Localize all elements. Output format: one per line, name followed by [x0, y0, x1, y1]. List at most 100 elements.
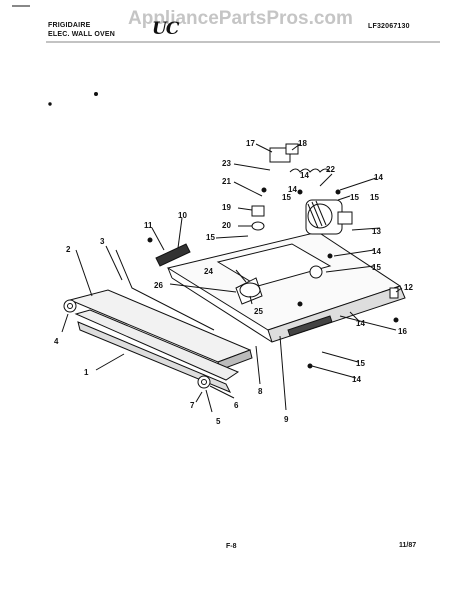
- panel-side-edge: [167, 267, 173, 279]
- screw: [307, 363, 313, 369]
- leader-21: [233, 181, 263, 197]
- callout-26: 26: [154, 281, 163, 290]
- callout-2: 2: [66, 245, 71, 254]
- leader-2: [75, 249, 93, 297]
- leader-3: [105, 245, 123, 281]
- callout-12: 12: [404, 283, 413, 292]
- leader-14d: [311, 365, 357, 379]
- model-number: LF32067130: [368, 23, 410, 30]
- leader-8: [255, 345, 261, 385]
- leader-23: [233, 163, 271, 171]
- callout-14b: 14: [288, 185, 297, 194]
- callout-8: 8: [258, 387, 263, 396]
- callout-23: 23: [222, 159, 231, 168]
- callout-14f: 14: [300, 171, 309, 180]
- callout-16: 16: [398, 327, 407, 336]
- leader-16: [339, 315, 397, 331]
- support-rod: [115, 249, 215, 331]
- leader-19: [237, 207, 253, 211]
- leader-15d: [321, 351, 359, 363]
- callout-15b: 15: [206, 233, 215, 242]
- blower-fin: [311, 201, 323, 227]
- callout-14e: 14: [352, 375, 361, 384]
- mounting-bracket: [251, 205, 265, 217]
- callout-4: 4: [54, 337, 59, 346]
- leader-12: [395, 287, 403, 293]
- grille-vent: [155, 243, 191, 267]
- capillary-coil: [289, 168, 331, 173]
- leader-4: [61, 313, 69, 333]
- leader-13: [351, 227, 381, 231]
- leader-11: [151, 227, 165, 251]
- callout-24: 24: [204, 267, 213, 276]
- lamp-socket: [389, 287, 399, 299]
- grommet: [251, 221, 265, 231]
- callout-25: 25: [254, 307, 263, 316]
- callout-15f: 15: [370, 193, 379, 202]
- panel-vent-opening: [216, 243, 332, 287]
- callout-14d: 14: [356, 319, 365, 328]
- blower-wheel: [307, 203, 333, 229]
- watermark: AppliancePartsPros.com: [128, 8, 353, 29]
- leader-10: [177, 217, 183, 249]
- dust-mark: [94, 92, 98, 96]
- page-number: F-8: [226, 543, 237, 550]
- leader-14a: [339, 177, 377, 191]
- callout-15d: 15: [356, 359, 365, 368]
- leader-25: [249, 295, 253, 305]
- callout-labels: 1 2 3 4 5 6 7 8 9 10 11 12 13 14 14 14 1…: [54, 139, 413, 426]
- leader-15a: [215, 235, 249, 239]
- screw: [327, 253, 333, 259]
- callout-14a: 14: [374, 173, 383, 182]
- motor-mount: [337, 211, 353, 225]
- revision-date: 11/87: [399, 542, 417, 549]
- callout-9: 9: [284, 415, 289, 424]
- callout-15e: 15: [282, 193, 291, 202]
- leader-15b: [337, 195, 351, 201]
- leader-14b: [333, 249, 375, 257]
- leader-15c: [325, 265, 375, 273]
- leader-22: [319, 173, 333, 187]
- screw: [147, 237, 153, 243]
- callout-5: 5: [216, 417, 221, 426]
- leader-7: [195, 391, 203, 403]
- screw: [297, 189, 303, 195]
- callout-10: 10: [178, 211, 187, 220]
- callout-13: 13: [372, 227, 381, 236]
- callout-18: 18: [298, 139, 307, 148]
- callout-22: 22: [326, 165, 335, 174]
- thermostat-switch: [269, 147, 291, 163]
- leader-14c: [349, 311, 361, 323]
- leader-17: [255, 143, 273, 153]
- leader-6: [209, 385, 235, 399]
- callout-7: 7: [190, 401, 195, 410]
- callout-15c: 15: [372, 263, 381, 272]
- brand-label: FRIGIDAIRE: [48, 22, 91, 29]
- bottom-vent-slots: [287, 315, 333, 337]
- leader-1: [95, 353, 125, 371]
- motor-clamp: [309, 265, 323, 279]
- callout-17: 17: [246, 139, 255, 148]
- callout-19: 19: [222, 203, 231, 212]
- leader-18: [291, 143, 301, 151]
- lower-panel: [77, 321, 232, 393]
- callout-20: 20: [222, 221, 231, 230]
- screw: [335, 189, 341, 195]
- leader-9: [279, 335, 287, 411]
- blower-fin: [307, 203, 319, 229]
- leader-5: [205, 389, 213, 413]
- end-cap-right: [197, 375, 211, 389]
- end-cap-left: [63, 299, 77, 313]
- callout-6: 6: [234, 401, 239, 410]
- callout-21: 21: [222, 177, 231, 186]
- screw: [261, 187, 267, 193]
- callout-11: 11: [144, 221, 153, 230]
- callout-1: 1: [84, 368, 89, 377]
- callout-14c: 14: [372, 247, 381, 256]
- end-cap-right-hub: [201, 379, 207, 385]
- screw: [393, 317, 399, 323]
- leader-24: [235, 269, 247, 283]
- callout-15a: 15: [350, 193, 359, 202]
